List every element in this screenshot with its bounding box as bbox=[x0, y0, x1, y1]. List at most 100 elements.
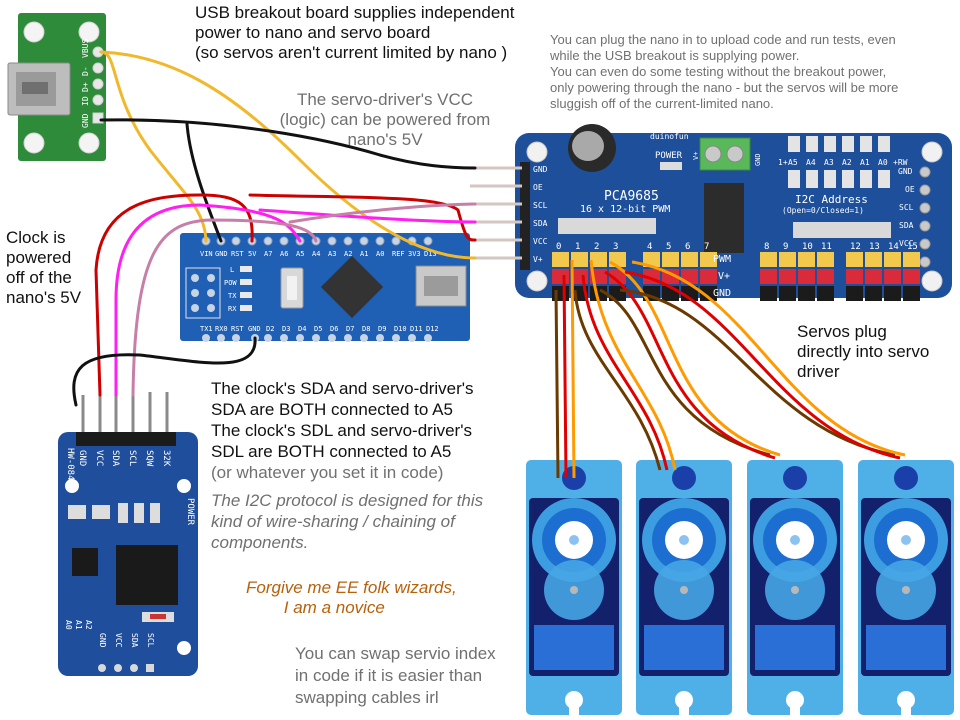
clock-pin-gnd: GND bbox=[77, 450, 87, 466]
nano-top-pin-labels: VIN GND RST 5V A7 A6 A5 A4 A3 A2 A1 A0 R… bbox=[200, 250, 437, 258]
nano-pin-d10: D10 bbox=[394, 325, 407, 333]
address-bit-a4: A4 bbox=[806, 158, 816, 167]
channel-label-15: 15 bbox=[907, 242, 918, 252]
header-pin bbox=[552, 269, 569, 284]
servo-1-cable-orange bbox=[589, 259, 677, 471]
nano-led-l: L bbox=[230, 266, 234, 274]
wires bbox=[72, 50, 477, 407]
header-pin bbox=[817, 286, 834, 301]
nano-pin-gnd-bottom: GND bbox=[248, 325, 261, 333]
nano-led-tx: TX bbox=[228, 292, 237, 300]
header-pin bbox=[884, 252, 901, 267]
wire-usb-gnd-to-driver-gnd bbox=[99, 118, 477, 170]
nano-pin-rx0: RX0 bbox=[215, 325, 228, 333]
channel-label-1: 1 bbox=[575, 242, 580, 252]
clock-pin-sqw: SQW bbox=[144, 450, 154, 467]
nano-pin-d3: D3 bbox=[282, 325, 290, 333]
header-pin bbox=[798, 286, 815, 301]
eeprom-chip bbox=[72, 548, 98, 576]
channel-label-10: 10 bbox=[802, 242, 813, 252]
channel-label-9: 9 bbox=[783, 242, 788, 252]
servo-3-cable-orange bbox=[631, 260, 906, 457]
row-label-pwm: PWM bbox=[713, 254, 731, 265]
driver-right-pin-vcc: VCC bbox=[899, 239, 914, 248]
nano-pin-vin: VIN bbox=[200, 250, 213, 258]
nano-pin-rst: RST bbox=[231, 250, 244, 258]
channel-label-3: 3 bbox=[613, 242, 618, 252]
wire-nano-gnd-to-clock-gnd bbox=[72, 336, 257, 407]
nano-pin-5v: 5V bbox=[248, 250, 257, 258]
servo-2 bbox=[747, 460, 843, 720]
servos-plug-annotation: Servos plug directly into servo driver bbox=[797, 322, 930, 381]
driver-right-pin-scl: SCL bbox=[899, 203, 914, 212]
nano-led-pow: POW bbox=[224, 279, 237, 287]
nano-pin-d8: D8 bbox=[362, 325, 370, 333]
clock-model-label: HW-084 bbox=[65, 448, 75, 481]
nano-pin-d9: D9 bbox=[378, 325, 386, 333]
apology-annotation: Forgive me EE folk wizards, I am a novic… bbox=[246, 578, 457, 617]
driver-left-pin-gnd: GND bbox=[533, 165, 548, 174]
wire-vbus-to-nano-vin bbox=[99, 50, 208, 243]
address-suffix: +RW bbox=[893, 158, 908, 167]
terminal-vplus-label: V+ bbox=[692, 152, 700, 160]
servo-driver-board: duinofun POWER V+ GND PCA9685 16 x 12-bi… bbox=[470, 124, 952, 301]
header-pin bbox=[760, 252, 777, 267]
header-pin bbox=[571, 252, 588, 267]
arduino-nano: VIN GND RST 5V A7 A6 A5 A4 A3 A2 A1 A0 R… bbox=[180, 233, 470, 342]
nano-pin-d2: D2 bbox=[266, 325, 274, 333]
driver-brand: duinofun bbox=[650, 132, 689, 141]
channel-label-8: 8 bbox=[764, 242, 769, 252]
wire-usb-gnd-to-nano-gnd bbox=[185, 122, 223, 243]
nano-pin-rst-bottom: RST bbox=[231, 325, 244, 333]
nano-microcontroller-chip bbox=[320, 255, 384, 319]
header-pin bbox=[590, 252, 607, 267]
header-pin bbox=[846, 286, 863, 301]
header-pin bbox=[552, 252, 569, 267]
driver-power-label: POWER bbox=[655, 151, 683, 161]
nano-pin-a3: A3 bbox=[328, 250, 336, 258]
servo-0-cable-orange bbox=[570, 259, 576, 479]
header-pin bbox=[903, 252, 920, 267]
servo-3-cable-red bbox=[624, 270, 901, 460]
servo-0-cable-brown bbox=[554, 289, 560, 479]
servo-3 bbox=[858, 460, 954, 720]
header-pin bbox=[817, 252, 834, 267]
driver-subtitle: 16 x 12-bit PWM bbox=[580, 204, 670, 215]
address-bit-a2: A2 bbox=[842, 158, 852, 167]
terminal-gnd-label: GND bbox=[754, 153, 762, 166]
header-pin bbox=[662, 252, 679, 267]
clock-module: HW-084 GND VCC SDA SCL SQW 32K POWER A0 … bbox=[58, 392, 198, 676]
address-bit-a1: A1 bbox=[860, 158, 870, 167]
plug-nano-annotation: You can plug the nano in to upload code … bbox=[550, 32, 899, 111]
header-pin bbox=[817, 269, 834, 284]
i2c-code-note: (or whatever you set it in code) bbox=[211, 463, 444, 482]
channel-label-12: 12 bbox=[850, 242, 861, 252]
servo-1 bbox=[636, 460, 732, 720]
servo-1-cable-red bbox=[581, 274, 669, 471]
servo-3-cable-brown bbox=[619, 288, 896, 457]
header-pin bbox=[865, 286, 882, 301]
header-pin bbox=[846, 252, 863, 267]
nano-pin-a0: A0 bbox=[376, 250, 384, 258]
nano-pin-d7: D7 bbox=[346, 325, 354, 333]
usb-breakout-board: VBUS D- D+ ID GND bbox=[7, 13, 106, 161]
driver-left-pin-sda: SDA bbox=[533, 219, 548, 228]
channel-label-2: 2 bbox=[594, 242, 599, 252]
nano-pin-d4: D4 bbox=[298, 325, 306, 333]
channel-label-6: 6 bbox=[685, 242, 690, 252]
clock-addr-a1: A1 bbox=[74, 620, 83, 630]
address-prefix: 1+ bbox=[778, 158, 788, 167]
header-pin bbox=[643, 252, 660, 267]
channel-label-4: 4 bbox=[647, 242, 652, 252]
header-pin bbox=[798, 252, 815, 267]
usb-pin-id: ID bbox=[81, 96, 90, 106]
channel-label-11: 11 bbox=[821, 242, 832, 252]
nano-pin-a7: A7 bbox=[264, 250, 272, 258]
servo-2-cable-orange bbox=[609, 260, 781, 457]
pca9685-chip bbox=[704, 183, 744, 253]
nano-pin-d5: D5 bbox=[314, 325, 322, 333]
clock-pin-scl: SCL bbox=[127, 450, 137, 466]
header-pin bbox=[779, 286, 796, 301]
servo-0 bbox=[526, 460, 622, 720]
usb-power-annotation: USB breakout board supplies independent … bbox=[195, 3, 515, 62]
